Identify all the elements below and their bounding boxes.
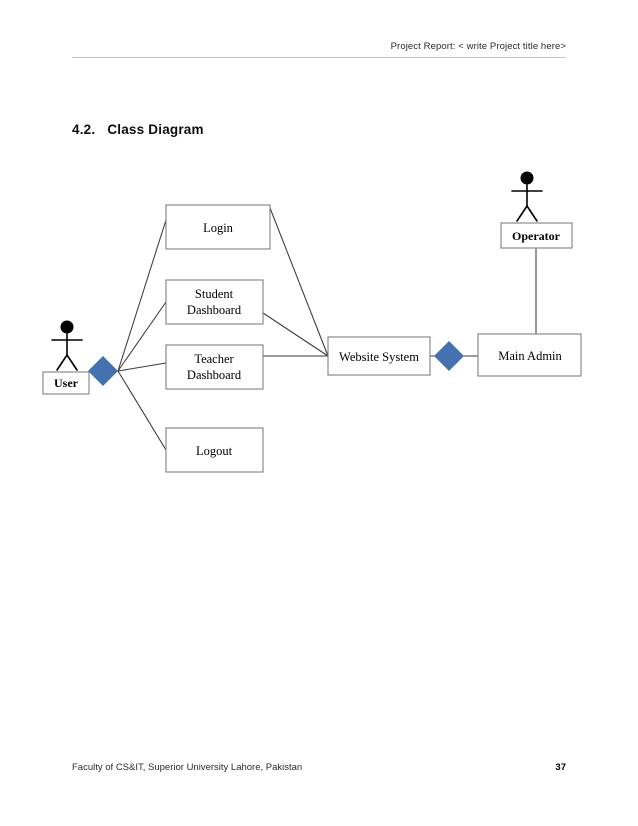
section-title: Class Diagram bbox=[107, 122, 204, 137]
node-login[interactable]: Login bbox=[165, 204, 271, 250]
edge-user-to-logout bbox=[117, 370, 167, 451]
actor-operator[interactable]: Operator bbox=[500, 171, 573, 249]
node-logout[interactable]: Logout bbox=[165, 427, 264, 473]
header-divider bbox=[72, 57, 566, 58]
page-title: 4.2. Class Diagram bbox=[72, 122, 204, 137]
footer-institution-text: Faculty of CS&IT, Superior University La… bbox=[72, 762, 303, 773]
login-box[interactable] bbox=[165, 204, 271, 250]
operator-box-label: Operator bbox=[512, 229, 561, 243]
actor-user[interactable]: User bbox=[42, 320, 118, 395]
footer-page-number: 37 bbox=[555, 762, 566, 773]
user-association-diamond bbox=[88, 356, 118, 386]
teacher-dashboard-box-label-line2: Dashboard bbox=[187, 368, 242, 382]
student-dashboard-box-label-line2: Dashboard bbox=[187, 303, 242, 317]
edge-user-to-student-dashboard bbox=[117, 301, 167, 372]
student-dashboard-box[interactable] bbox=[165, 279, 264, 325]
user-leg-left-icon bbox=[56, 354, 68, 371]
node-teacher-dashboard[interactable]: Teacher Dashboard bbox=[165, 344, 264, 390]
website-admin-association-diamond bbox=[434, 341, 464, 371]
operator-leg-left-icon bbox=[516, 205, 528, 222]
operator-box[interactable] bbox=[500, 222, 573, 249]
edge-user-to-login bbox=[117, 219, 167, 372]
user-box-label: User bbox=[54, 376, 79, 390]
header-title-text: Project Report: < write Project title he… bbox=[390, 41, 566, 52]
class-diagram-canvas: User Login Student Dashboard Teacher Das… bbox=[42, 171, 582, 473]
logout-box[interactable] bbox=[165, 427, 264, 473]
user-box[interactable] bbox=[42, 371, 90, 395]
operator-leg-right-icon bbox=[526, 205, 538, 222]
operator-head-icon bbox=[520, 171, 534, 185]
node-website-system[interactable]: Website System bbox=[327, 336, 431, 376]
edge-login-to-website-system bbox=[269, 207, 329, 357]
main-admin-box[interactable] bbox=[477, 333, 582, 377]
edge-student-dashboard-to-website-system bbox=[262, 312, 329, 357]
document-header: Project Report: < write Project title he… bbox=[72, 36, 566, 58]
edge-user-to-teacher-dashboard bbox=[117, 362, 167, 372]
logout-box-label: Logout bbox=[196, 444, 233, 458]
section-number: 4.2. bbox=[72, 122, 96, 137]
user-leg-right-icon bbox=[66, 354, 78, 371]
user-head-icon bbox=[60, 320, 74, 334]
document-footer: Faculty of CS&IT, Superior University La… bbox=[72, 762, 566, 773]
login-box-label: Login bbox=[203, 221, 234, 235]
main-admin-box-label: Main Admin bbox=[498, 349, 562, 363]
node-main-admin[interactable]: Main Admin bbox=[477, 333, 582, 377]
website-system-box-label: Website System bbox=[339, 350, 419, 364]
teacher-dashboard-box-label-line1: Teacher bbox=[194, 352, 234, 366]
node-student-dashboard[interactable]: Student Dashboard bbox=[165, 279, 264, 325]
student-dashboard-box-label-line1: Student bbox=[195, 287, 234, 301]
website-system-box[interactable] bbox=[327, 336, 431, 376]
diagram-edges bbox=[117, 207, 537, 451]
teacher-dashboard-box[interactable] bbox=[165, 344, 264, 390]
class-diagram: User Login Student Dashboard Teacher Das… bbox=[0, 150, 638, 510]
